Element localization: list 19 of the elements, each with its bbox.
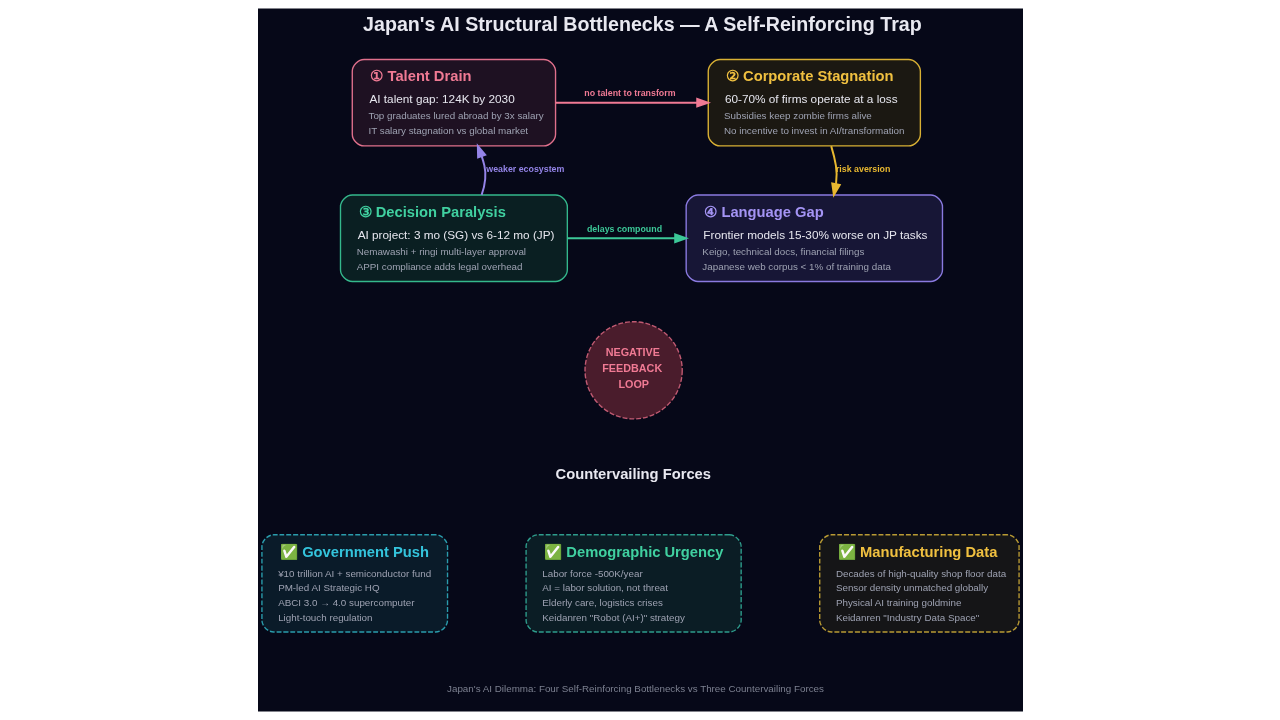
edge-label: delays compound — [586, 223, 662, 234]
arrow — [476, 143, 487, 196]
node-box: ③ Decision Paralysis AI project: 3 mo (SG) vs 6-12 mo (JP) Nemawashi + ringi multi-layer approval APPI compliance adds legal overhead — [339, 194, 568, 283]
edge-label: weaker ecosystem — [485, 163, 564, 174]
node-box: ① Talent Drain AI talent gap: 124K by 2030 Top graduates lured abroad by 3x salary IT salary stagnation vs global market — [351, 58, 556, 147]
arrow — [554, 97, 711, 108]
caption: Japan's AI Dilemma: Four Self-Reinforcing Bottlenecks vs Three Countervailing Forces — [446, 683, 824, 695]
arrow — [566, 233, 689, 244]
node-circle: NEGATIVE FEEDBACK LOOP — [583, 321, 683, 420]
node-box: ④ Language Gap Frontier models 15-30% worse on JP tasks Keigo, technical docs, financial filings Japanese web corpus < 1% of training data — [684, 194, 943, 283]
node-box: ✅ Government Push ¥10 trillion AI + semiconductor fund PM-led AI Strategic HQ ABCI 3.0 → 4.0 supercomputer Light-touch regulation — [260, 534, 448, 633]
label: Countervailing Forces — [555, 466, 711, 483]
edge-label: risk aversion — [835, 163, 890, 174]
node-box: ✅ Manufacturing Data Decades of high-quality shop floor data Sensor density unmatched globally Physical AI training goldmine Keidanren "Industry Data Space" — [818, 534, 1020, 633]
arrow — [829, 145, 841, 198]
node-box: ② Corporate Stagnation 60-70% of firms operate at a loss Subsidies keep zombie firms alive No incentive to invest in AI/transformation — [707, 58, 921, 147]
diagram-title: Japan's AI Structural Bottlenecks — A Self-Reinforcing Trap — [362, 13, 922, 36]
node-box: ✅ Demographic Urgency Labor force -500K/year AI = labor solution, not threat Elderly care, logistics crises Keidanren "Robot (AI+)" strategy — [524, 534, 742, 633]
edge-label: no talent to transform — [583, 88, 676, 99]
